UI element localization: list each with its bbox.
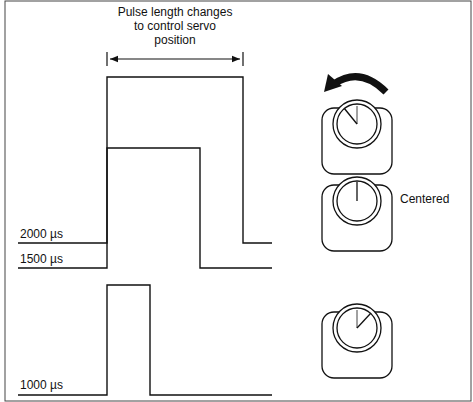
rotation-arrow — [324, 74, 386, 92]
pulse-length-bracket — [107, 52, 243, 66]
pulse-width-label: 2000 µs — [20, 228, 63, 242]
pulse-length-note: Pulse length changes to control servo po… — [116, 6, 234, 47]
pulse-width-label: 1000 µs — [20, 379, 63, 393]
servo-icons — [322, 100, 392, 378]
position-label: Centered — [400, 193, 449, 207]
pulse-width-label: 1500 µs — [20, 253, 63, 267]
frame — [5, 1, 471, 401]
pulse-waveforms — [18, 77, 272, 395]
